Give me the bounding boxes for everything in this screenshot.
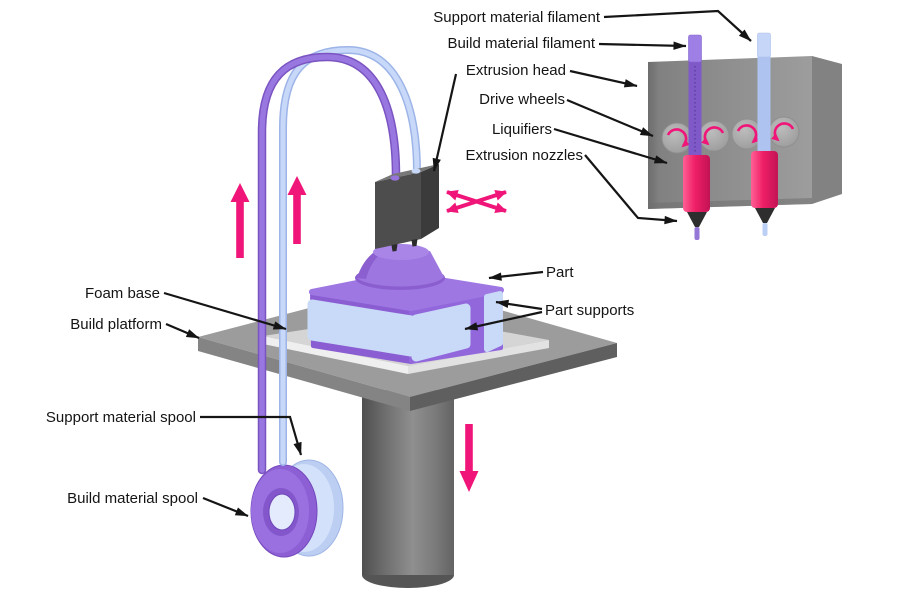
inset-box-side-face — [812, 56, 842, 204]
feed-up-arrow-right — [287, 176, 307, 244]
main-nozzle-right — [411, 239, 418, 247]
support-filament-upper — [757, 32, 771, 58]
purple-spool-hole — [268, 493, 296, 531]
liquifier-left — [683, 155, 710, 212]
rotation-arrow-1 — [666, 128, 690, 148]
liquifiers — [683, 151, 778, 212]
leader-part-supports-lower — [464, 310, 543, 331]
liquifier-right — [751, 151, 778, 208]
label-support-material-filament: Support material filament — [433, 9, 601, 26]
build-filament-upper — [688, 34, 702, 63]
label-build-platform: Build platform — [70, 316, 162, 333]
motion-arrows — [230, 176, 507, 492]
platform-down-arrow — [459, 424, 479, 492]
leader-support-material-filament — [603, 9, 752, 42]
drive-wheels — [661, 116, 800, 154]
label-foam-base: Foam base — [85, 285, 160, 302]
leader-build-material-filament — [598, 41, 687, 50]
leader-part — [488, 270, 544, 281]
dome-left-shade — [357, 252, 382, 279]
label-drive-wheels: Drive wheels — [479, 91, 565, 108]
support-filament-lower — [757, 55, 771, 156]
head-xy-motion-arrows — [446, 189, 507, 214]
leader-build-material-spool — [202, 496, 249, 518]
leader-build-platform — [165, 322, 200, 340]
nozzle-cone-left — [687, 212, 707, 227]
main-nozzle-left — [391, 244, 398, 252]
leader-liquifiers — [553, 127, 668, 165]
rotation-arrow-4 — [771, 122, 795, 142]
dome-top-cap — [373, 244, 429, 260]
leader-part-supports-upper — [495, 299, 543, 311]
platform-right-edge — [410, 343, 617, 411]
label-extrusion-head: Extrusion head — [466, 62, 566, 79]
drive-wheel-4 — [768, 116, 800, 148]
drive-wheel-1 — [661, 122, 693, 154]
filament-tubes — [257, 45, 421, 475]
label-part: Part — [546, 264, 574, 281]
rotation-arrow-2 — [701, 126, 725, 146]
filament-spools — [250, 459, 344, 558]
extrusion-head-main — [375, 164, 439, 252]
label-extrusion-nozzles: Extrusion nozzles — [465, 147, 583, 164]
leader-extrusion-nozzles — [584, 154, 678, 225]
leader-lines — [163, 9, 752, 518]
nozzle-cone-right — [755, 208, 775, 223]
build-tube — [259, 54, 399, 473]
foam-right-edge — [408, 340, 549, 374]
printer-assembly — [198, 45, 617, 588]
extrusion-head-inset — [648, 32, 842, 240]
label-build-material-filament: Build material filament — [447, 35, 595, 52]
rotation-arrow-3 — [736, 124, 760, 144]
foam-left-edge — [263, 336, 408, 374]
label-texts: Support material filament Build material… — [46, 9, 634, 507]
support-tube-inlet — [411, 168, 421, 174]
support-tube — [280, 47, 420, 465]
leader-extrusion-head-inset — [569, 69, 638, 88]
head-front-face — [375, 172, 421, 249]
label-part-supports: Part supports — [545, 302, 634, 319]
platform-left-edge — [198, 337, 410, 411]
leader-extrusion-head-main — [432, 73, 458, 172]
nozzle-tip-right — [762, 223, 768, 236]
dome-body — [357, 251, 444, 287]
part-support-right-patch — [411, 303, 471, 362]
leader-drive-wheels — [566, 98, 654, 138]
leader-support-material-spool — [200, 415, 303, 456]
pedestal-body — [362, 390, 454, 575]
feed-up-arrow-left — [230, 183, 250, 258]
build-material-spool — [250, 464, 318, 558]
label-support-material-spool: Support material spool — [46, 409, 196, 426]
build-filament-lower — [688, 60, 702, 158]
head-side-face — [421, 164, 439, 239]
callouts: Support material filament Build material… — [46, 9, 752, 518]
part-support-left-band — [307, 299, 416, 357]
nozzle-tip-left — [694, 227, 700, 240]
extrusion-nozzles — [687, 208, 775, 240]
label-liquifiers: Liquifiers — [492, 121, 552, 138]
printed-part — [307, 244, 504, 364]
inset-filaments — [688, 32, 771, 158]
pedestal-column — [362, 390, 454, 588]
drive-wheel-2 — [698, 120, 730, 152]
xy-arrow-2 — [446, 189, 507, 214]
leader-foam-base — [163, 291, 287, 331]
wheel-rotation-arrows — [666, 122, 795, 148]
build-tube-inlet — [390, 175, 400, 181]
label-build-material-spool: Build material spool — [67, 490, 198, 507]
